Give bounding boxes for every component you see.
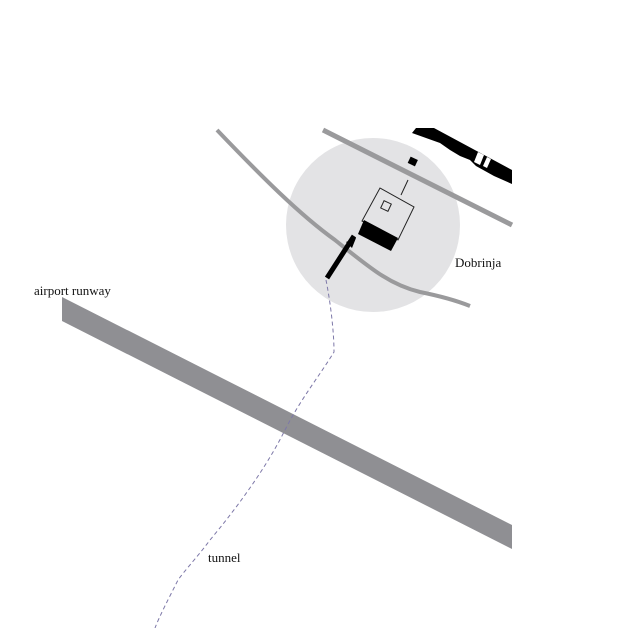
tunnel-entrance-marker xyxy=(346,238,356,248)
outlined-building xyxy=(361,187,415,241)
district-label: Dobrinja xyxy=(455,255,501,270)
building-block-gap-2 xyxy=(483,157,491,168)
runway-label: airport runway xyxy=(34,283,111,298)
building-window xyxy=(380,200,392,212)
upper-road xyxy=(321,127,514,228)
building-block-strip xyxy=(412,128,512,184)
tunnel-path xyxy=(154,279,335,628)
building-block-gap-1 xyxy=(474,152,484,165)
small-building xyxy=(407,156,418,167)
solid-building xyxy=(358,220,398,251)
curving-road xyxy=(215,128,471,308)
building-antenna xyxy=(400,179,409,196)
tunnel-label: tunnel xyxy=(208,550,241,565)
airport-runway xyxy=(62,297,512,549)
